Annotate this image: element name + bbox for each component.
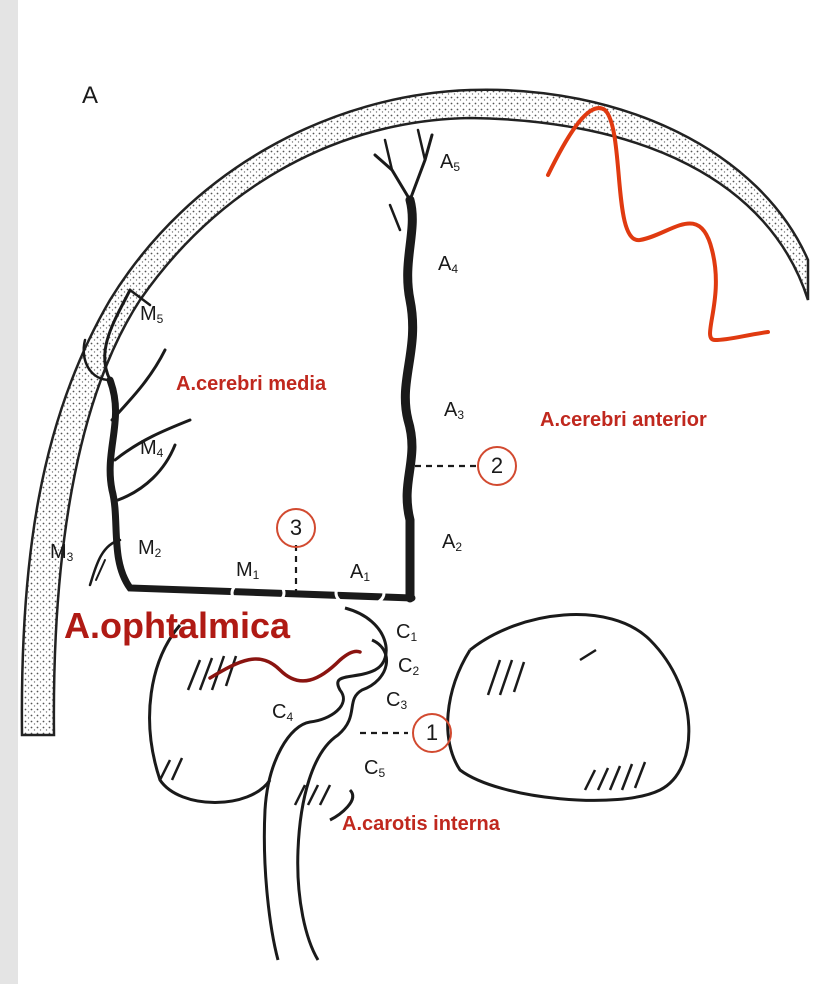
label-a3: A3 [444,400,464,421]
ophtalmica-wave-mark [210,651,360,681]
label-m4: M4 [140,438,163,459]
label-c3: C3 [386,690,407,711]
annotation-ophtalmica: A.ophtalmica [64,608,290,644]
label-a2: A2 [442,532,462,553]
label-m5: M5 [140,304,163,325]
label-c1: C1 [396,622,417,643]
annotation-cerebri-media: A.cerebri media [176,374,326,394]
label-c5: C5 [364,758,385,779]
annotation-cerebri-anterior: A.cerebri anterior [540,410,707,430]
label-c4: C4 [272,702,293,723]
label-a4: A4 [438,254,458,275]
middle-cerebral-artery [84,290,412,598]
marker-3: 3 [284,517,308,539]
label-c2: C2 [398,656,419,677]
label-m1: M1 [236,560,259,581]
carotis-siphon [264,608,386,960]
anterior-cerebral-artery [375,130,432,598]
scan-margin [0,0,18,984]
figure-letter: A [82,84,98,108]
label-a1: A1 [350,562,370,583]
annotation-carotis-interna: A.carotis interna [342,814,500,834]
marker-2: 2 [485,455,509,477]
label-m3: M3 [50,542,73,563]
label-m2: M2 [138,538,161,559]
label-a5: A5 [440,152,460,173]
marker-1: 1 [420,722,444,744]
